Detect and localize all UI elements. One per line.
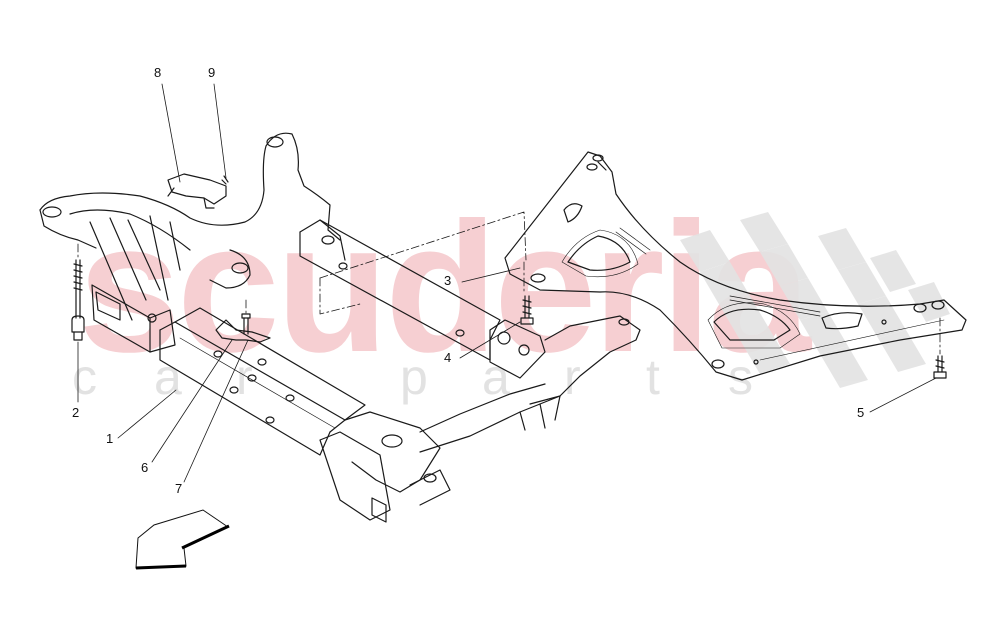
bolt-9 <box>221 175 229 185</box>
left-mount-block <box>91 284 176 353</box>
bracket-8 <box>167 173 227 209</box>
callout-5: 5 <box>857 405 865 420</box>
watermark-letter: c <box>72 349 97 405</box>
callout-7: 7 <box>175 481 183 496</box>
right-mount-block <box>419 315 641 453</box>
callout-6: 6 <box>141 460 149 475</box>
callout-3: 3 <box>444 273 452 288</box>
front-crossmember <box>159 307 366 456</box>
watermark-letter: a <box>154 349 182 405</box>
assembly-guide-lines <box>77 211 941 355</box>
callout-4: 4 <box>444 350 452 365</box>
callout-9: 9 <box>208 65 216 80</box>
leader-lines <box>77 83 937 483</box>
front-right-node <box>319 411 451 523</box>
left-front-arm <box>39 132 341 321</box>
callout-1: 1 <box>106 431 114 446</box>
watermark-letter: t <box>646 349 660 405</box>
bolt-5 <box>933 355 947 379</box>
bolt-4 <box>520 295 534 325</box>
direction-arrow-icon <box>135 509 230 570</box>
callout-8: 8 <box>154 65 162 80</box>
bracket-6 <box>215 319 271 343</box>
bolt-2 <box>71 259 85 341</box>
callout-2: 2 <box>72 405 80 420</box>
shear-panel <box>504 151 967 381</box>
watermark-letter: p <box>400 349 428 405</box>
watermark-letter: a <box>482 349 510 405</box>
watermark-letter: r <box>564 349 581 405</box>
